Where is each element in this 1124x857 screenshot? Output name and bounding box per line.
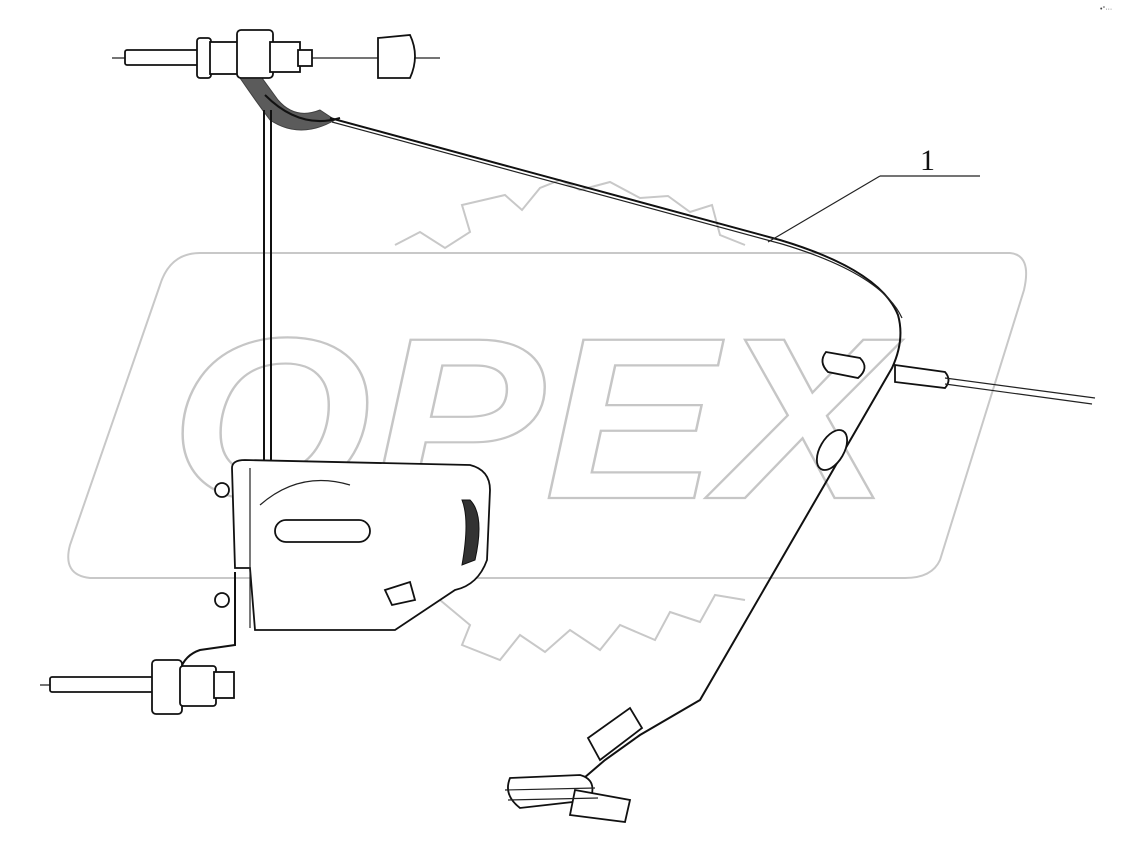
watermark-frame [67, 252, 1028, 579]
callout-1: 1 [767, 144, 980, 243]
top-bolt-assembly [112, 29, 440, 131]
corner-mark: •°··· [1100, 5, 1112, 13]
cable-end-fitting [504, 706, 644, 823]
vertical-rod [263, 110, 272, 462]
control-cable [329, 117, 902, 791]
cable-clamp [815, 351, 1096, 471]
callout-1-label: 1 [920, 144, 935, 177]
lower-bolt-assembly [40, 572, 236, 715]
mounting-bracket [214, 459, 491, 631]
